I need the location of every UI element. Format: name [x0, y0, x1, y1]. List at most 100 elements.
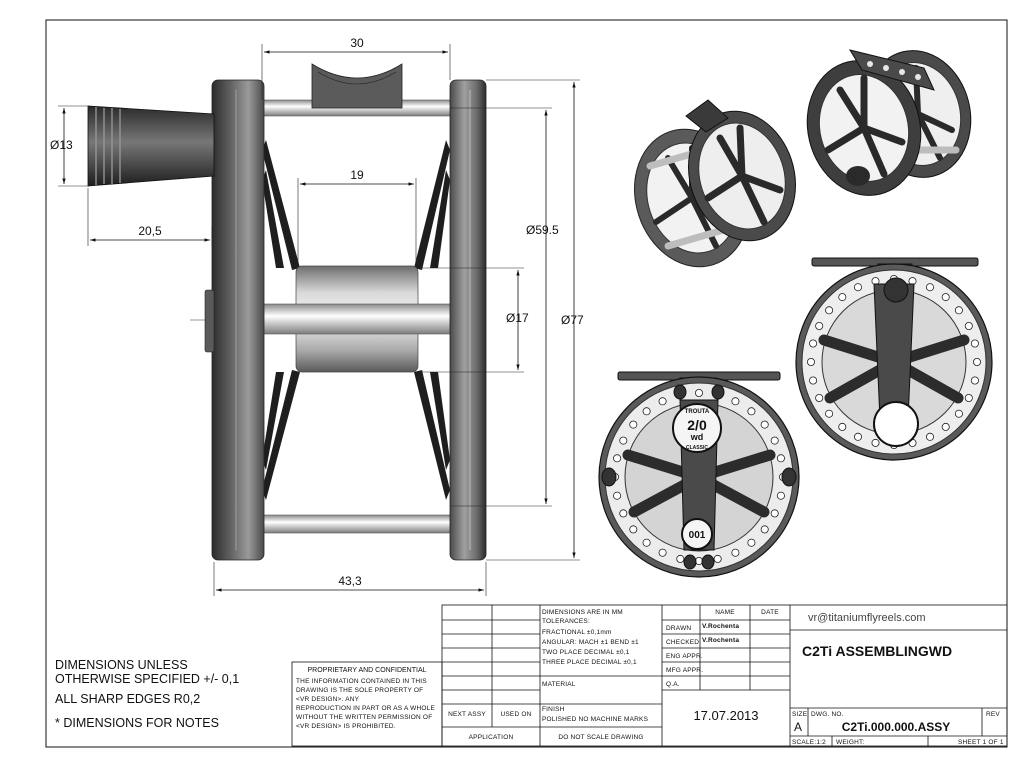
general-notes: DIMENSIONS UNLESS OTHERWISE SPECIFIED +/… — [55, 658, 239, 730]
front-view — [87, 63, 487, 561]
tolerance-line: THREE PLACE DECIMAL ±0,1 — [542, 659, 637, 666]
rim-hole — [613, 454, 622, 463]
mfg-appr-label: MFG APPR. — [666, 667, 703, 674]
contact-email: vr@titaniumflyreels.com — [808, 612, 926, 624]
size-value: A — [794, 720, 802, 734]
medallion-brand: TROUTA — [685, 409, 710, 415]
rim-hole — [964, 321, 973, 330]
rim-hole — [854, 432, 863, 441]
rim-hole — [954, 306, 963, 315]
rim-hole — [658, 397, 667, 406]
note-line-4: * DIMENSIONS FOR NOTES — [55, 716, 219, 730]
dim-d17: Ø17 — [506, 311, 529, 325]
date-header: DATE — [761, 609, 779, 616]
dim-19: 19 — [350, 168, 364, 182]
dim-d13: Ø13 — [50, 138, 73, 152]
rim-hole — [613, 491, 622, 500]
dim-d59-5: Ø59.5 — [526, 223, 559, 237]
rim-hole — [776, 454, 785, 463]
dim-43-3: 43,3 — [338, 574, 362, 588]
rim-hole — [825, 409, 834, 418]
rim-hole — [838, 422, 847, 431]
isometric-view-2 — [806, 49, 972, 196]
rim-hole — [760, 420, 769, 429]
eng-appr-label: ENG APPR. — [666, 653, 703, 660]
proprietary-title: PROPRIETARY AND CONFIDENTIAL — [307, 667, 426, 674]
rim-hole — [760, 525, 769, 534]
proprietary-line: <VR DESIGN> IS PROHIBITED. — [296, 723, 396, 730]
serial-number: 001 — [689, 530, 706, 541]
rim-hole — [695, 388, 704, 397]
proprietary-line: <VR DESIGN>. ANY — [296, 696, 360, 703]
rim-hole — [815, 393, 824, 402]
medallion-wd: wd — [690, 432, 704, 442]
face-view-medallion-side: TROUTA 2/0 wd CLASSIC 001 — [598, 371, 800, 578]
rim-hole — [838, 293, 847, 302]
spokes-left — [262, 140, 300, 500]
weight-label: WEIGHT: — [836, 739, 864, 746]
proprietary-line: WITHOUT THE WRITTEN PERMISSION OF — [296, 714, 432, 721]
rim-hole — [807, 357, 816, 366]
tolerance-line: TWO PLACE DECIMAL ±0,1 — [542, 649, 630, 656]
size-label: SIZE — [792, 711, 808, 718]
rim-hole — [941, 293, 950, 302]
left-side-plate — [211, 79, 265, 561]
do-not-scale-label: DO NOT SCALE DRAWING — [558, 734, 643, 741]
finish-value: POLISHED NO MACHINE MARKS — [542, 716, 649, 723]
proprietary-line: REPRODUCTION IN PART OR AS A WHOLE — [296, 705, 435, 712]
title-block-right: vr@titaniumflyreels.com C2Ti ASSEMBLINGW… — [792, 612, 1004, 746]
rim-hole — [854, 283, 863, 292]
drawn-name: V.Rochenta — [702, 623, 739, 630]
rim-hole — [713, 554, 722, 563]
drawn-label: DRAWN — [666, 625, 691, 632]
tolerance-block: DIMENSIONS ARE IN MM TOLERANCES: FRACTIO… — [542, 609, 649, 741]
drawing-number: C2Ti.000.000.ASSY — [842, 720, 951, 734]
title-block — [291, 604, 1008, 747]
isometric-view-1 — [634, 99, 796, 268]
side-view-foot-side — [795, 257, 993, 461]
tolerance-line: TOLERANCES: — [542, 618, 590, 625]
rim-hole — [642, 538, 651, 547]
rim-hole — [926, 432, 935, 441]
rim-hole — [642, 407, 651, 416]
dimensions: 30 19 Ø13 20,5 Ø59.5 Ø17 Ø77 — [50, 36, 584, 596]
next-assy-label: NEXT ASSY — [448, 711, 486, 718]
tolerance-line: FRACTIONAL ±0,1mm — [542, 629, 612, 636]
proprietary-line: DRAWING IS THE SOLE PROPERTY OF — [296, 687, 423, 694]
application-label: APPLICATION — [469, 734, 514, 741]
right-side-plate — [449, 79, 487, 561]
checked-label: CHECKED — [666, 639, 699, 646]
dim-d77: Ø77 — [561, 313, 584, 327]
dwg-no-label: DWG. NO. — [811, 711, 844, 718]
rim-hole — [776, 491, 785, 500]
spokes-right — [414, 140, 450, 500]
rim-hole — [629, 525, 638, 534]
proprietary-notice: PROPRIETARY AND CONFIDENTIAL THE INFORMA… — [296, 667, 435, 730]
rim-hole — [973, 357, 982, 366]
rim-hole — [926, 283, 935, 292]
sheet-border — [45, 19, 1008, 748]
material-label: MATERIAL — [542, 681, 576, 688]
rim-hole — [747, 407, 756, 416]
note-line-1: DIMENSIONS UNLESS — [55, 658, 188, 672]
rim-hole — [941, 422, 950, 431]
rim-hole — [619, 509, 628, 518]
tolerance-line: ANGULAR: MACH ±1 BEND ±1 — [542, 639, 639, 646]
rim-hole — [731, 548, 740, 557]
rim-hole — [619, 436, 628, 445]
qa-label: Q.A. — [666, 681, 680, 688]
tolerance-line: DIMENSIONS ARE IN MM — [542, 609, 623, 616]
name-header: NAME — [715, 609, 735, 616]
rim-hole — [747, 538, 756, 547]
rim-hole — [695, 557, 704, 566]
rim-hole — [871, 438, 880, 447]
rim-hole — [770, 509, 779, 518]
rim-hole — [970, 376, 979, 385]
sheet-label: SHEET 1 OF 1 — [958, 739, 1004, 746]
drawing-date: 17.07.2013 — [693, 708, 758, 723]
finish-label: FINISH — [542, 706, 565, 713]
used-on-label: USED ON — [500, 711, 531, 718]
spindle — [261, 303, 453, 335]
signoff-block: NAME DATE DRAWN V.Rochenta CHECKED V.Roc… — [666, 609, 779, 723]
